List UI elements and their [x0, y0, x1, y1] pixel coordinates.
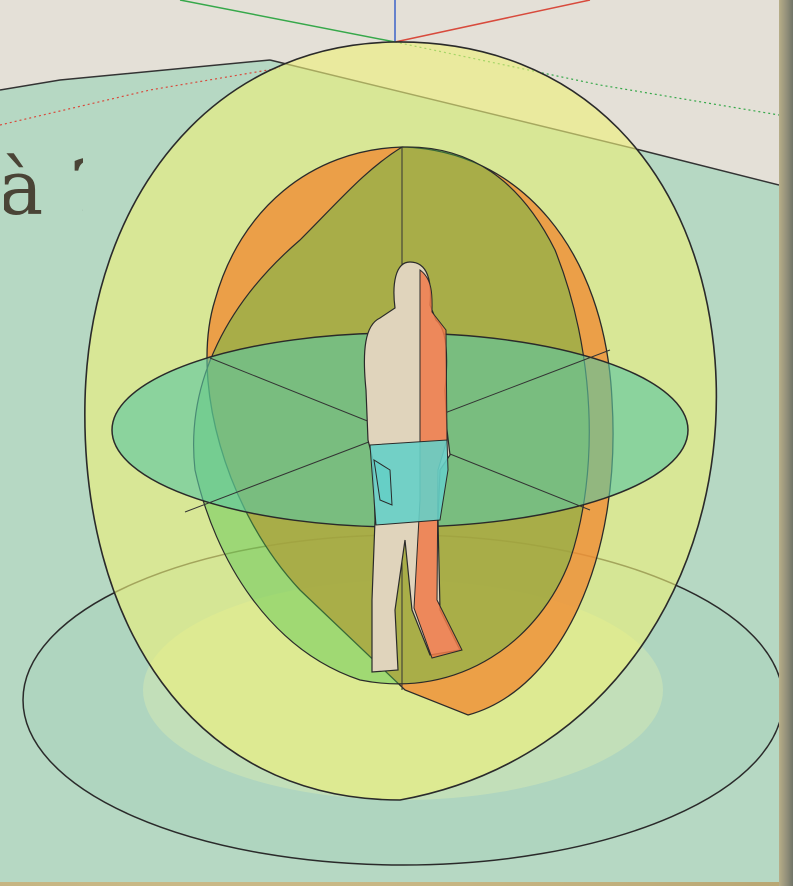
sketchup-viewport: à ? [0, 0, 779, 882]
scene-drawing [0, 0, 779, 882]
caption-text: à ? [4, 150, 83, 226]
paper-edge [779, 0, 793, 886]
